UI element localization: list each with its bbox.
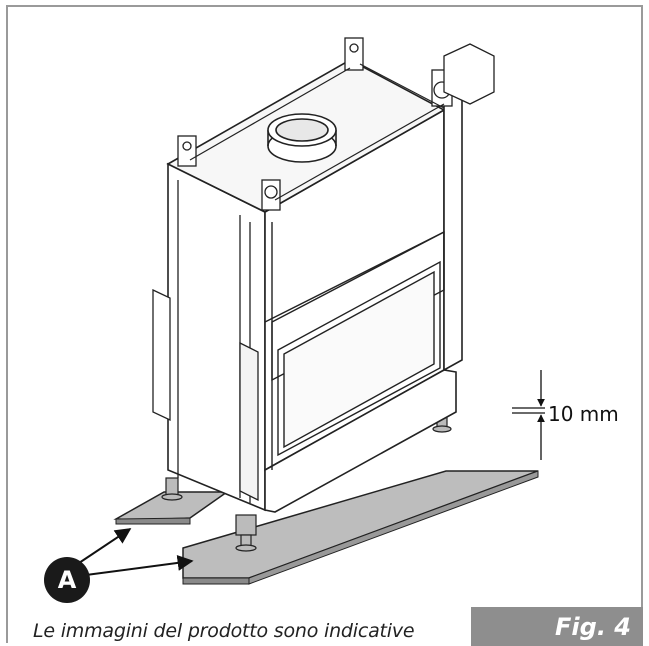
figure-label-box: Fig. 4	[471, 607, 643, 646]
callout-a: A	[44, 557, 90, 603]
side-panel-details	[152, 180, 259, 503]
dimension-10mm	[512, 370, 545, 460]
figure-label: Fig. 4	[555, 613, 631, 641]
arrow-icon	[75, 528, 194, 576]
floor-plate-right	[182, 470, 539, 585]
lifting-brackets	[177, 37, 495, 211]
caption: Le immagini del prodotto sono indicative	[33, 620, 415, 642]
top-rails	[189, 63, 445, 201]
front-door	[264, 222, 445, 470]
floor-plate-left	[113, 491, 230, 525]
figure-frame	[6, 5, 643, 643]
dimension-label: 10 mm	[548, 402, 619, 426]
flue-collar	[267, 113, 337, 163]
